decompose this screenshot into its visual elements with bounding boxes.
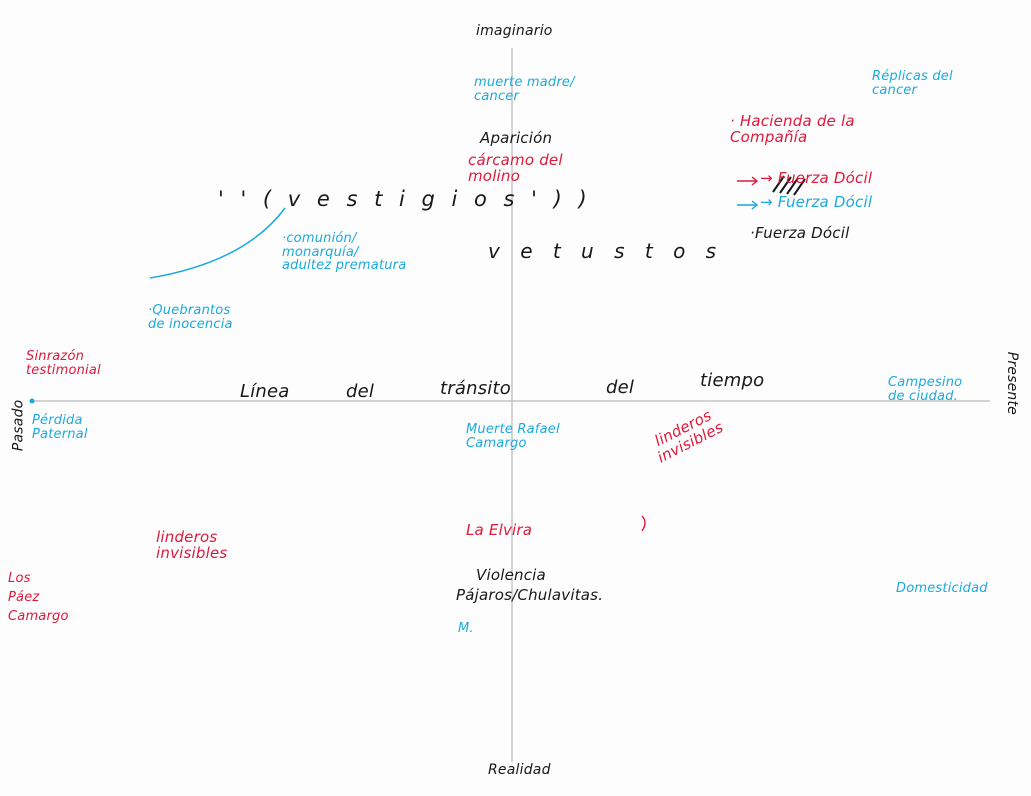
note-aparicion: Aparición — [480, 129, 553, 147]
note-hacienda: · Hacienda de la Compañía — [730, 112, 855, 146]
origin-dot — [29, 398, 35, 404]
cyan-arc — [149, 207, 286, 279]
note-fuerza-black: ·Fuerza Dócil — [750, 224, 850, 242]
red-bracket — [641, 515, 646, 532]
note-muerte-madre: muerte madre/ cancer — [474, 75, 575, 104]
note-sinrazon: Sinrazón testimonial — [26, 349, 101, 378]
note-fuerza-cyan: → Fuerza Dócil — [760, 193, 873, 211]
timeline-word-2: del — [346, 381, 375, 402]
note-perdida: Pérdida Paternal — [32, 413, 88, 442]
axis-left-label: Pasado — [10, 399, 27, 452]
cyan-arrow — [737, 200, 759, 210]
note-violencia: Violencia — [476, 566, 546, 584]
note-la-elvira: La Elvira — [466, 521, 533, 539]
axis-top-label: imaginario — [476, 23, 553, 39]
note-campesino: Campesino de ciudad. — [888, 375, 963, 404]
note-quebrantos: ·Quebrantos de inocencia — [148, 303, 233, 332]
note-fuerza-red: → Fuerza Dócil — [760, 169, 873, 187]
note-linderos-left: linderos invisibles — [156, 528, 228, 562]
timeline-word-3: tránsito — [440, 378, 511, 399]
note-comunion: ·comunión/ monarquía/ adultez prematura — [282, 231, 407, 274]
axis-bottom-label: Realidad — [488, 762, 551, 778]
vetustos-text: v e t u s t o s — [488, 239, 724, 263]
note-m: M. — [458, 621, 474, 636]
axis-right-label: Presente — [1003, 351, 1020, 415]
timeline-word-5: tiempo — [700, 370, 765, 391]
note-los-paez: Los Páez Camargo — [8, 571, 69, 624]
timeline-word-1: Línea — [240, 381, 290, 402]
red-arrow — [737, 176, 759, 186]
timeline-word-4: del — [606, 377, 635, 398]
note-domesticidad: Domesticidad — [896, 581, 988, 596]
note-muerte-rafael: Muerte Rafael Camargo — [466, 422, 560, 451]
vestigios-text: ' ' ( v e s t i g i o s ' ) ) — [218, 187, 592, 211]
strike-marks — [772, 175, 806, 196]
note-carcamo: cárcamo del molino — [468, 151, 563, 185]
note-pajaros: Pájaros/Chulavitas. — [456, 586, 604, 604]
note-replicas: Réplicas del cancer — [872, 69, 953, 98]
